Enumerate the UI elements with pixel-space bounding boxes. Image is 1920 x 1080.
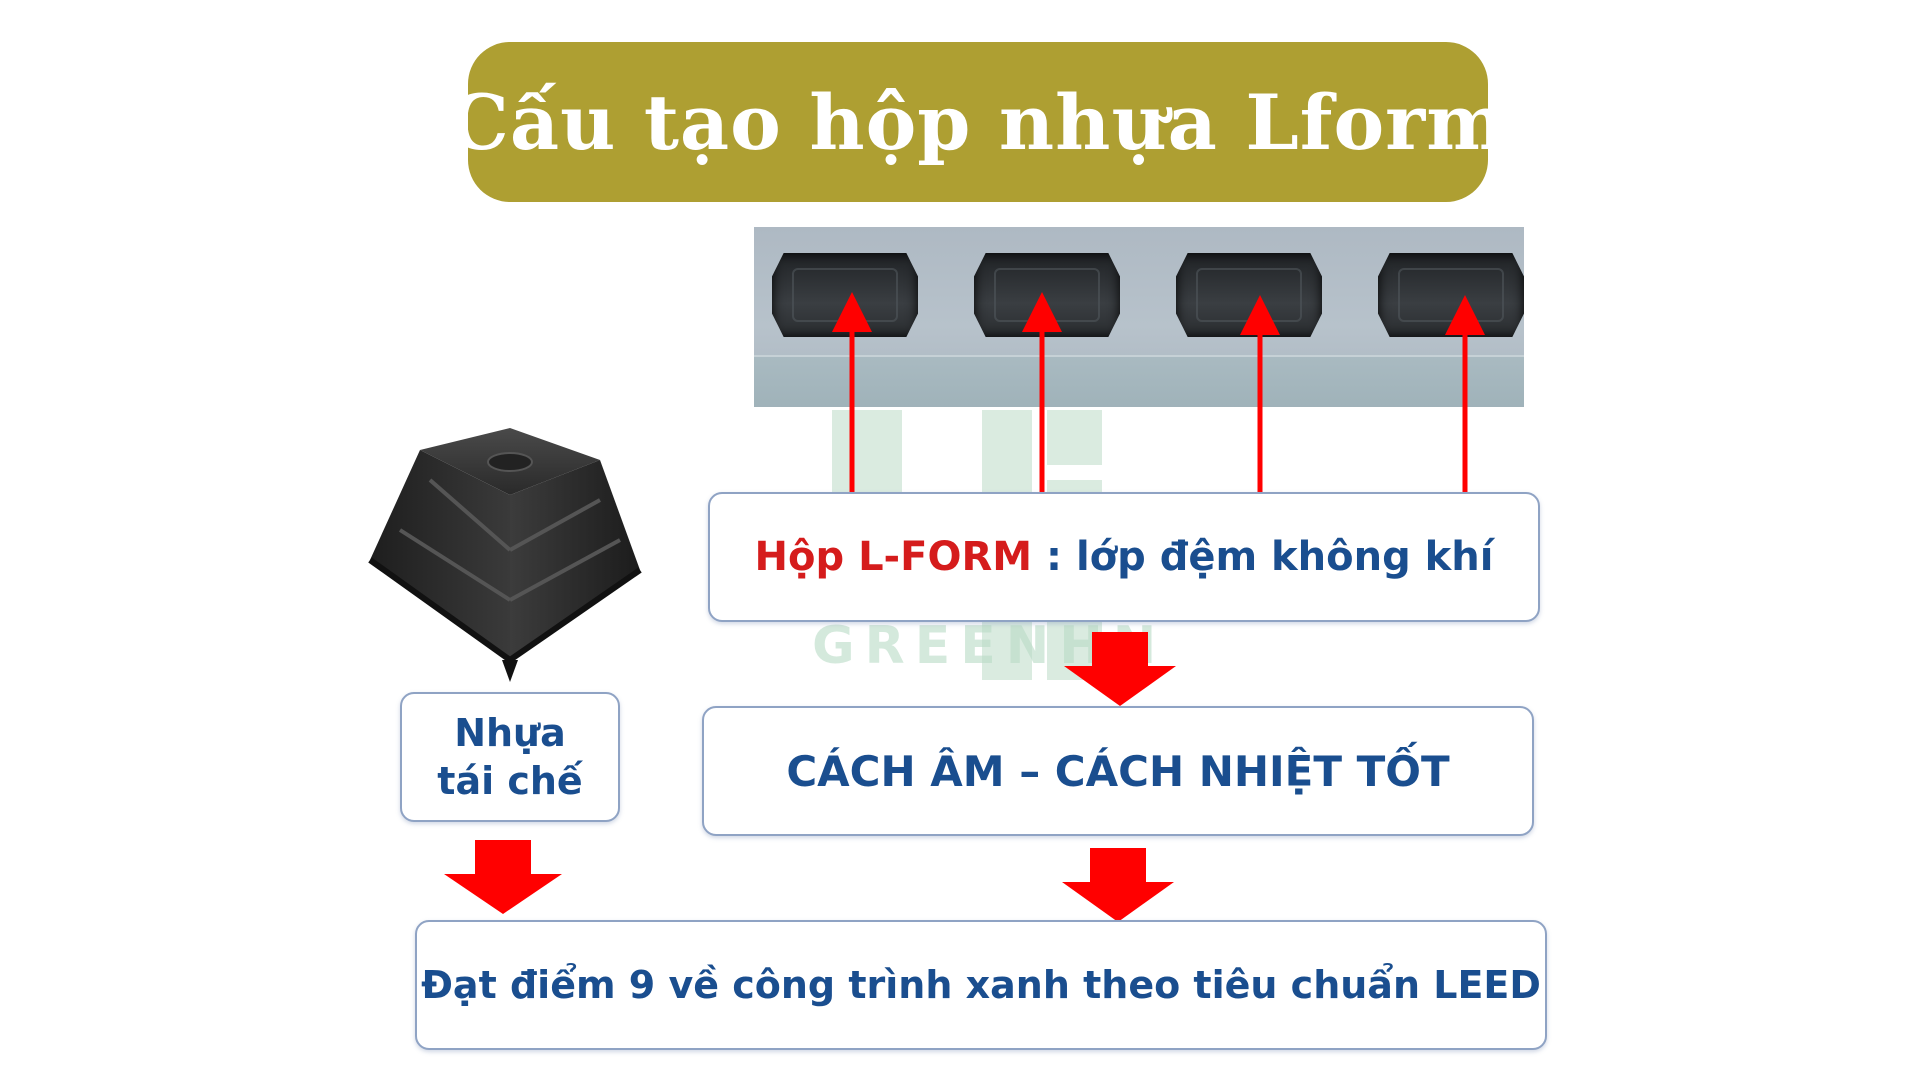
down-arrow-3 bbox=[444, 840, 562, 914]
benefit-box: CÁCH ÂM – CÁCH NHIỆT TỐT bbox=[702, 706, 1534, 836]
lform-box-caption: Hộp L-FORM : lớp đệm không khí bbox=[708, 492, 1540, 622]
page-title: Cấu tạo hộp nhựa Lform bbox=[448, 78, 1507, 167]
slab-image bbox=[754, 227, 1524, 407]
slab-void bbox=[1378, 253, 1524, 337]
down-arrow-2 bbox=[1062, 848, 1174, 922]
lform-caption-text: Hộp L-FORM : lớp đệm không khí bbox=[755, 534, 1494, 580]
result-text: Đạt điểm 9 về công trình xanh theo tiêu … bbox=[421, 963, 1541, 1007]
plastic-box-icon bbox=[360, 420, 650, 690]
material-line-2: tái chế bbox=[437, 759, 582, 803]
title-banner: Cấu tạo hộp nhựa Lform bbox=[468, 42, 1488, 202]
result-box: Đạt điểm 9 về công trình xanh theo tiêu … bbox=[415, 920, 1547, 1050]
lform-highlight: Hộp L-FORM bbox=[755, 534, 1033, 580]
slab-void bbox=[1176, 253, 1322, 337]
material-box: Nhựa tái chế bbox=[400, 692, 620, 822]
slab-void bbox=[772, 253, 918, 337]
material-line-1: Nhựa bbox=[454, 711, 566, 755]
slab-lower-band bbox=[754, 355, 1524, 407]
lform-caption-rest: : lớp đệm không khí bbox=[1032, 534, 1493, 580]
material-text: Nhựa tái chế bbox=[437, 709, 582, 805]
benefit-text: CÁCH ÂM – CÁCH NHIỆT TỐT bbox=[786, 747, 1449, 796]
slab-void bbox=[974, 253, 1120, 337]
watermark-text: GREENHN bbox=[812, 616, 1166, 676]
